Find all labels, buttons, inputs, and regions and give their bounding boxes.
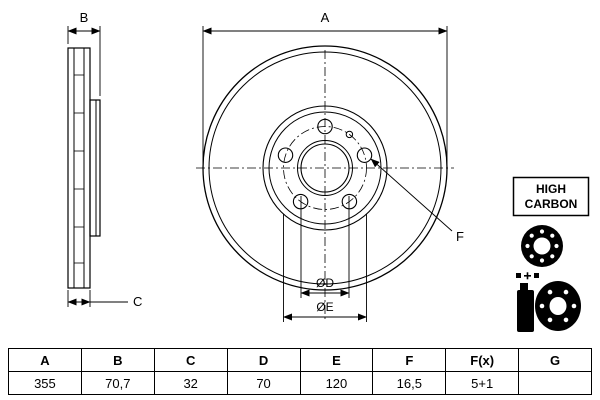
- spray-can: [517, 283, 534, 332]
- bolt-hole: [356, 147, 373, 163]
- bolt-circle: [283, 126, 367, 210]
- dimension-table: A B C D E F F(x) G 355 70,7 32 70 120 16…: [8, 348, 592, 395]
- dim-e-label: ØE: [316, 300, 333, 314]
- table-value-cell-c: 32: [153, 371, 228, 395]
- table-header-cell-d: D: [226, 348, 301, 372]
- dim-d-label: ØD: [316, 276, 334, 290]
- dim-f-label: F: [456, 229, 464, 244]
- table-header-cell-e: E: [299, 348, 374, 372]
- center-lines: [196, 50, 454, 320]
- high-carbon-badge: HIGH CARBON: [512, 176, 590, 217]
- dimension-c: C: [67, 290, 142, 309]
- table-value-cell-d: 70: [226, 371, 301, 395]
- table-header-cell-fx: F(x): [445, 348, 520, 372]
- hat-outline: [89, 99, 101, 237]
- table-header-cell-c: C: [153, 348, 228, 372]
- center-bore-circle: [300, 143, 350, 193]
- table-header-row: A B C D E F F(x) G: [8, 348, 592, 372]
- locating-hole: [345, 130, 354, 139]
- dimension-d: ØD: [300, 196, 350, 298]
- table-value-cell-g: [518, 371, 592, 395]
- dim-b-label: B: [80, 10, 89, 25]
- disc-3d: [535, 281, 581, 331]
- vent-vanes: [74, 74, 84, 264]
- table-header-cell-a: A: [8, 348, 82, 372]
- disc-icon-holes: [525, 229, 559, 263]
- table-header-cell-b: B: [80, 348, 155, 372]
- dim-c-label: C: [133, 294, 142, 309]
- dimension-b: B: [67, 10, 101, 96]
- dimension-f: F: [370, 158, 464, 244]
- badge-frame: [512, 176, 590, 217]
- badge-line1: HIGH: [536, 182, 566, 196]
- table-value-row: 355 70,7 32 70 120 16,5 5+1: [8, 371, 592, 395]
- table-value-cell-f: 16,5: [372, 371, 447, 395]
- rim-circle: [208, 51, 442, 285]
- bolt-hole: [277, 147, 294, 163]
- dim-a-label: A: [321, 10, 330, 25]
- dimension-a: A: [202, 10, 448, 166]
- side-view: [67, 47, 101, 289]
- coating-marks: [516, 272, 539, 280]
- disc-3d-holes: [539, 289, 577, 323]
- technical-drawing: B C: [67, 10, 590, 332]
- hat-outer-circle: [262, 105, 388, 231]
- bore-chamfer-circle: [297, 140, 353, 196]
- bolt-hole: [317, 118, 333, 135]
- outer-diameter-circle: [202, 45, 448, 291]
- table-header-cell-f: F: [372, 348, 447, 372]
- table-value-cell-a: 355: [8, 371, 82, 395]
- table-value-cell-b: 70,7: [80, 371, 155, 395]
- dimension-e: ØE: [283, 214, 367, 322]
- friction-ring-outline: [67, 47, 91, 289]
- brake-disc-icon: [521, 225, 563, 267]
- leader-line: [370, 158, 453, 232]
- badge-line2: CARBON: [525, 197, 578, 211]
- coated-disc-icon: [516, 272, 581, 332]
- table-value-cell-fx: 5+1: [445, 371, 520, 395]
- table-header-cell-g: G: [518, 348, 592, 372]
- table-value-cell-e: 120: [299, 371, 374, 395]
